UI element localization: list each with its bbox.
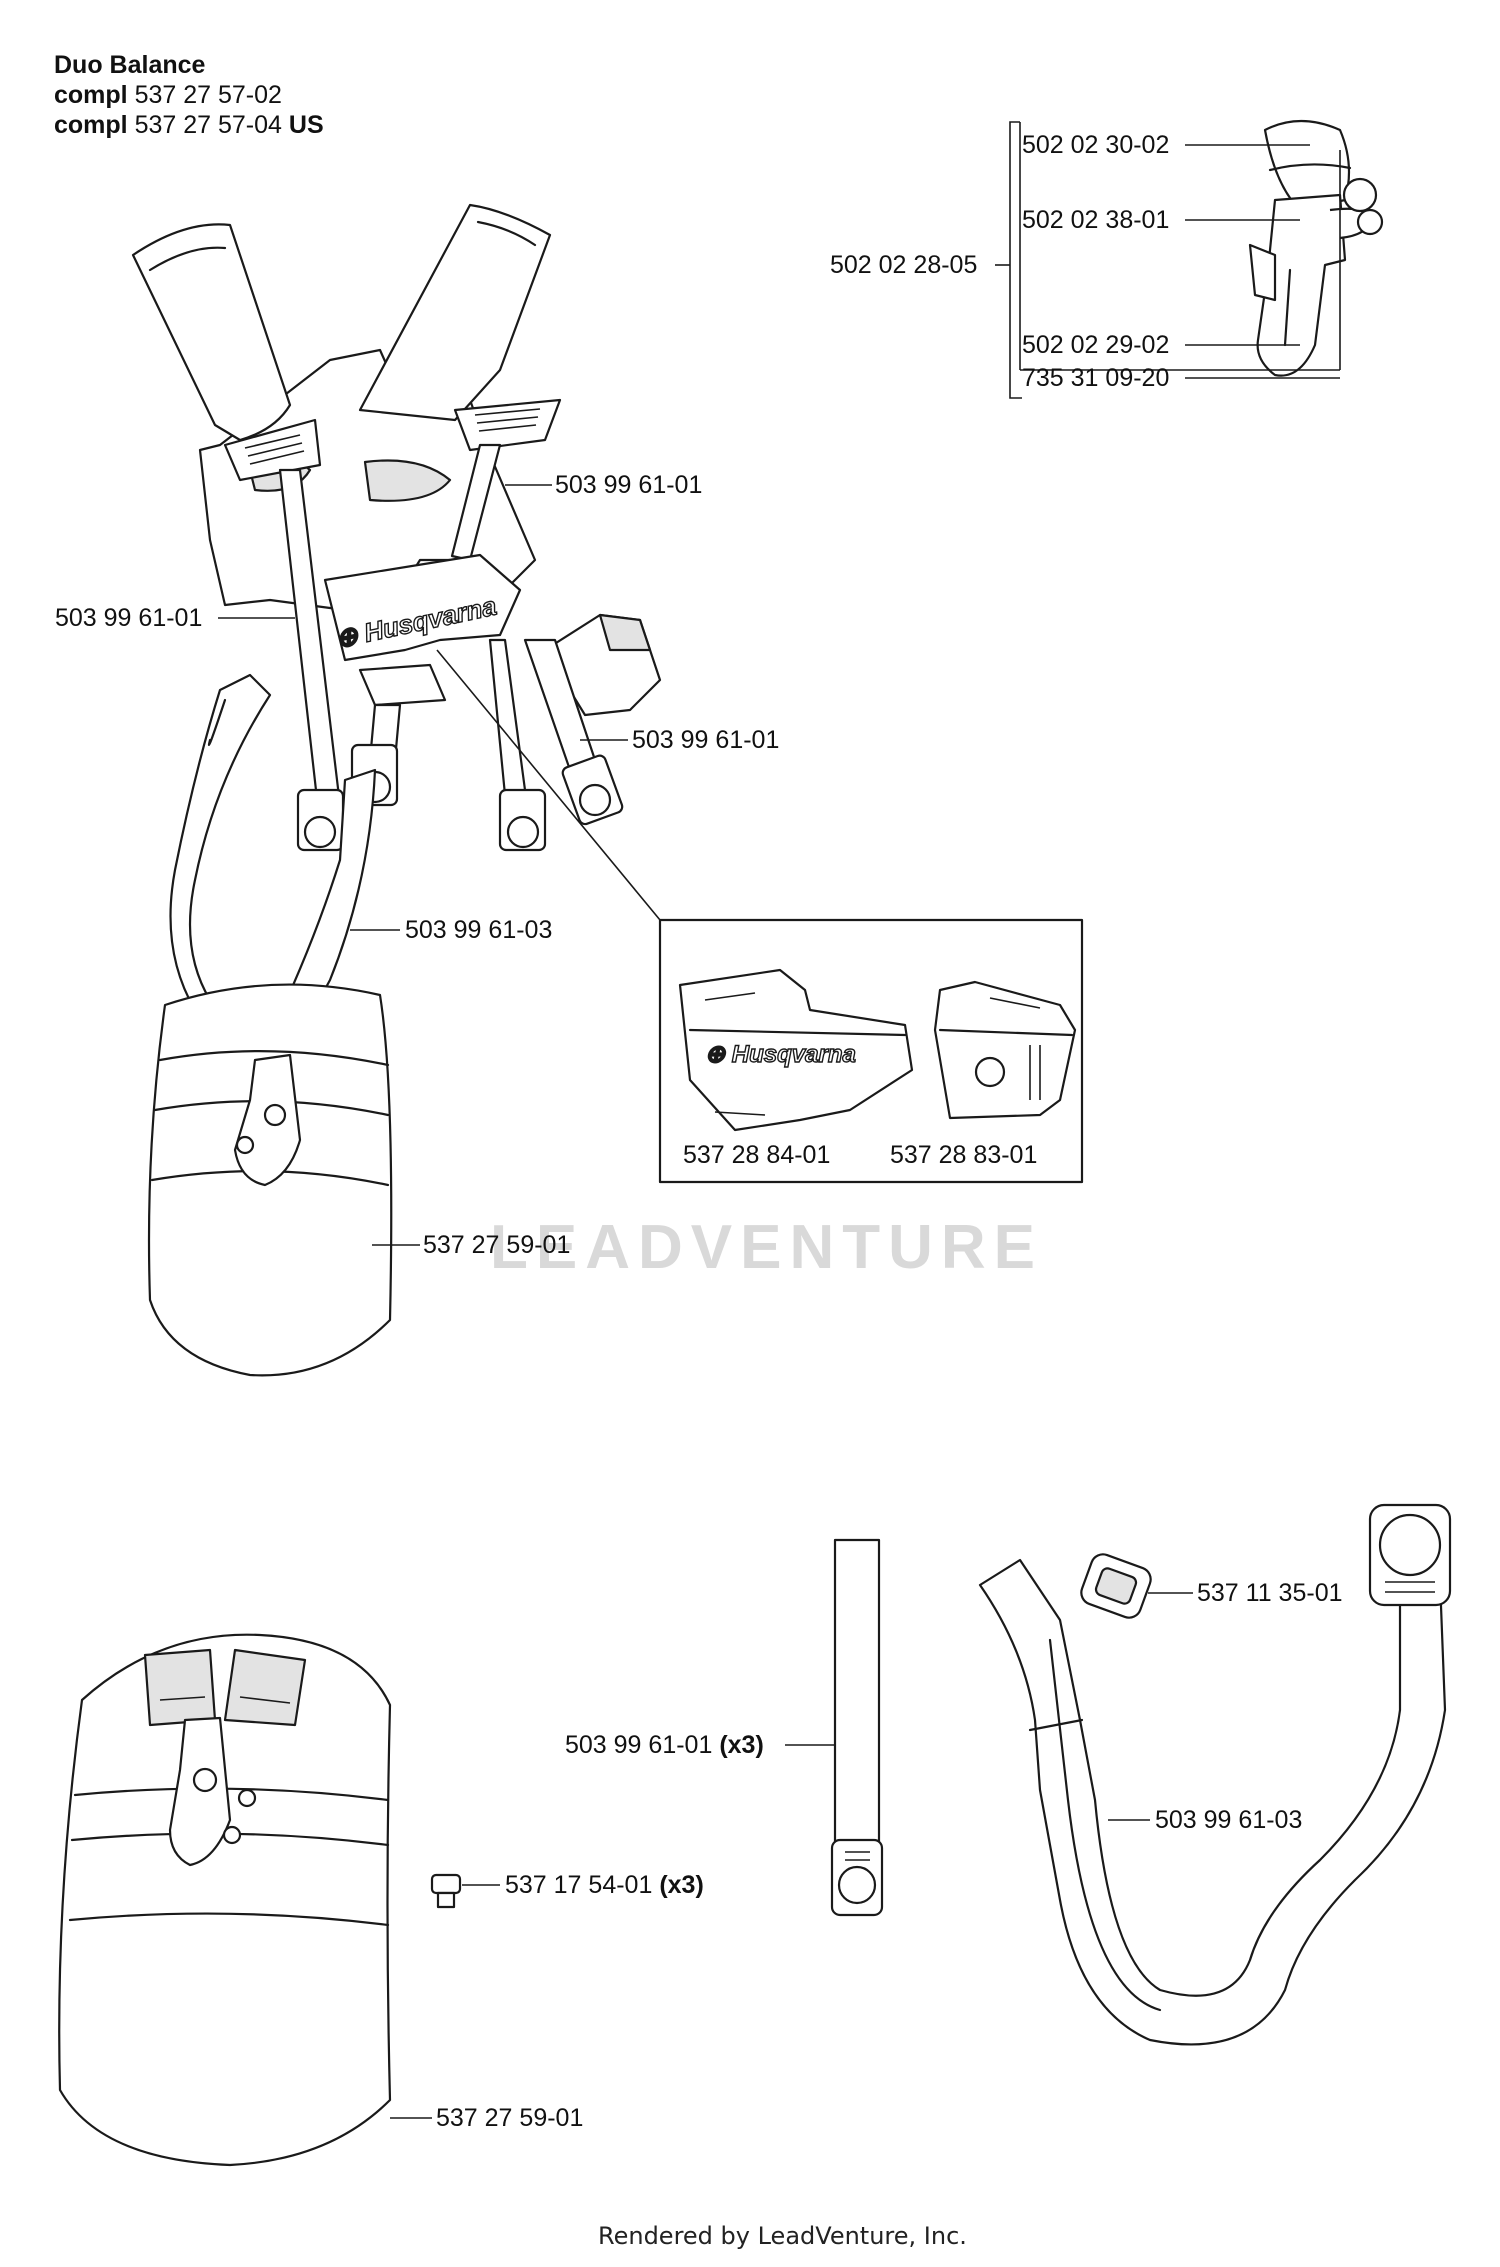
part-label-clip-pin[interactable]: 735 31 09-20 (1022, 364, 1170, 392)
part-label-hip-pad-bottom[interactable]: 537 27 59-01 (436, 2104, 584, 2132)
model-number-line-2: compl 537 27 57-04 US (54, 111, 324, 139)
part-label-clip-spring[interactable]: 502 02 38-01 (1022, 206, 1170, 234)
loose-strap-illustration (785, 1538, 884, 1917)
harness-assembly-illustration: ⊕ Husqvarna (131, 203, 662, 1377)
leader-lines-upper (218, 484, 661, 1246)
part-label-strap-left[interactable]: 503 99 61-01 (55, 604, 203, 632)
diagram-title: Duo Balance (54, 51, 206, 79)
part-label-clip-assembly[interactable]: 502 02 28-05 (830, 251, 978, 279)
part-label-hip-strap[interactable]: 503 99 61-03 (405, 916, 553, 944)
part-label-strap-right[interactable]: 503 99 61-01 (555, 471, 703, 499)
part-label-strap-side[interactable]: 503 99 61-01 (632, 726, 780, 754)
screw-illustration (430, 1873, 500, 1909)
part-label-buckle[interactable]: 537 11 35-01 (1197, 1579, 1343, 1607)
part-label-pad-a[interactable]: 537 28 84-01 (683, 1141, 831, 1169)
part-label-screw[interactable]: 537 17 54-01 (x3) (505, 1871, 704, 1899)
model-number-line-1: compl 537 27 57-02 (54, 81, 282, 109)
part-label-pad-b[interactable]: 537 28 83-01 (890, 1141, 1038, 1169)
part-label-hip-pad-top[interactable]: 537 27 59-01 (423, 1231, 571, 1259)
footer-credit: Rendered by LeadVenture, Inc. (598, 2222, 967, 2250)
part-label-strap-loose[interactable]: 503 99 61-01 (x3) (565, 1731, 764, 1759)
watermark: LEADVENTURE (490, 1213, 1044, 1282)
clip-assembly-illustration (995, 120, 1384, 399)
part-label-clip-hook[interactable]: 502 02 30-02 (1022, 131, 1170, 159)
part-label-clip-body[interactable]: 502 02 29-02 (1022, 331, 1170, 359)
loose-hip-strap-illustration (978, 1503, 1452, 2046)
buckle-illustration (1080, 1553, 1193, 1619)
husqvarna-logo-text: ⊕ Husqvarna (705, 1041, 856, 1068)
part-label-hip-strap-loose[interactable]: 503 99 61-03 (1155, 1806, 1303, 1834)
pad-callout-box: ⊕ Husqvarna (658, 918, 1084, 1184)
hip-pad-illustration (58, 1633, 392, 2167)
